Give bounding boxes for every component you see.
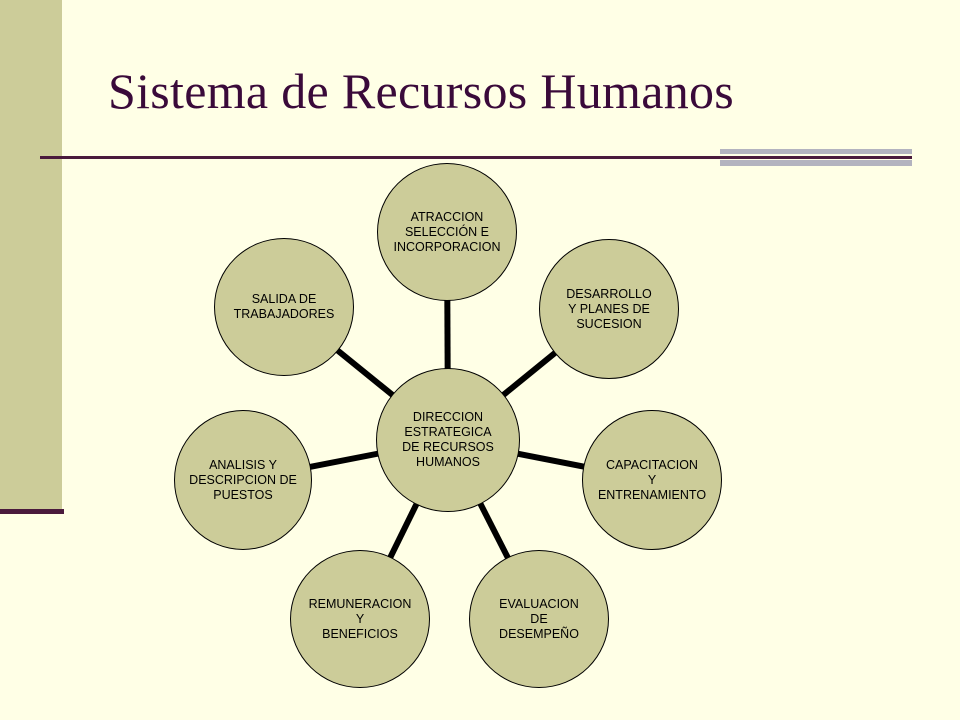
node-remuneracion-beneficios: REMUNERACION Y BENEFICIOS bbox=[290, 550, 430, 688]
node-label: DESARROLLO Y PLANES DE SUCESION bbox=[566, 286, 652, 331]
node-capacitacion: CAPACITACION Y ENTRENAMIENTO bbox=[582, 410, 722, 550]
left-band-accent bbox=[0, 509, 64, 514]
title-rule bbox=[40, 156, 912, 159]
node-label: EVALUACION DE DESEMPEÑO bbox=[499, 596, 579, 641]
slide-title: Sistema de Recursos Humanos bbox=[108, 63, 735, 119]
node-evaluacion-desempeno: EVALUACION DE DESEMPEÑO bbox=[469, 550, 609, 688]
title-rule-accent-bottom bbox=[720, 160, 912, 166]
title-rule-accent-top bbox=[720, 149, 912, 154]
node-label: ATRACCION SELECCIÓN E INCORPORACION bbox=[393, 209, 501, 254]
node-analisis-puestos: ANALISIS Y DESCRIPCION DE PUESTOS bbox=[174, 410, 312, 550]
node-atraccion-seleccion: ATRACCION SELECCIÓN E INCORPORACION bbox=[377, 163, 517, 301]
node-desarrollo-sucesion: DESARROLLO Y PLANES DE SUCESION bbox=[539, 239, 679, 379]
left-decorative-band bbox=[0, 0, 62, 512]
center-node-direccion-estrategica: DIRECCION ESTRATEGICA DE RECURSOS HUMANO… bbox=[376, 368, 520, 512]
center-node-label: DIRECCION ESTRATEGICA DE RECURSOS HUMANO… bbox=[402, 410, 494, 469]
node-salida-trabajadores: SALIDA DE TRABAJADORES bbox=[214, 238, 354, 376]
node-label: CAPACITACION Y ENTRENAMIENTO bbox=[597, 457, 707, 502]
node-label: REMUNERACION Y BENEFICIOS bbox=[308, 596, 412, 641]
node-label: SALIDA DE TRABAJADORES bbox=[233, 292, 335, 321]
node-label: ANALISIS Y DESCRIPCION DE PUESTOS bbox=[189, 457, 297, 502]
